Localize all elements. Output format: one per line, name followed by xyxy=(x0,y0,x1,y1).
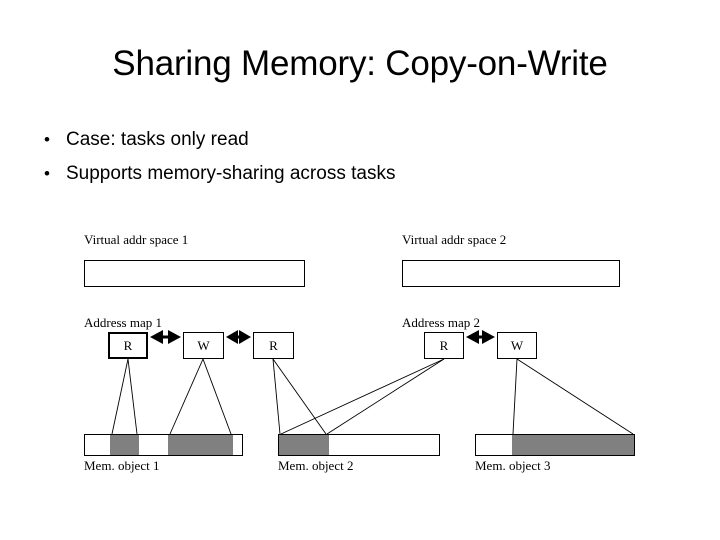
mem-object-3-label: Mem. object 3 xyxy=(475,458,551,473)
bullet-marker-icon: • xyxy=(44,164,50,183)
entry-label: R xyxy=(123,337,133,353)
mem-object-3-segment-1 xyxy=(476,435,512,455)
mem-object-3-segment-2 xyxy=(512,435,634,455)
mem-object-2-segment-1 xyxy=(279,435,329,455)
page-title: Sharing Memory: Copy-on-Write xyxy=(112,44,608,83)
address-map-1-entry-r2: R xyxy=(253,332,294,359)
address-map-2-entry-w: W xyxy=(497,332,537,359)
mem-object-1-segment-3 xyxy=(139,435,168,455)
list-item: • Case: tasks only read xyxy=(44,128,684,152)
connector-r2-right xyxy=(272,358,327,435)
address-map-2-entry-r: R xyxy=(424,332,464,359)
virtual-addr-space-1-label: Virtual addr space 1 xyxy=(84,232,189,247)
mem-object-1-label: Mem. object 1 xyxy=(84,458,160,473)
connector-r3-right xyxy=(326,358,445,435)
connector-w1-right xyxy=(202,358,232,435)
mem-object-2-bar xyxy=(278,434,440,456)
virtual-addr-space-1-box xyxy=(84,260,305,287)
address-map-2-label: Address map 2 xyxy=(402,315,480,330)
connector-lines xyxy=(111,330,634,435)
double-arrow-icon xyxy=(226,330,251,344)
bullet-text: Supports memory-sharing across tasks xyxy=(66,163,396,184)
mem-object-2-label: Mem. object 2 xyxy=(278,458,354,473)
connector-r3-left xyxy=(280,358,445,435)
mem-object-1-bar xyxy=(84,434,243,456)
address-map-1-label: Address map 1 xyxy=(84,315,162,330)
bullet-marker-icon: • xyxy=(44,130,50,149)
connector-r1-right xyxy=(127,358,138,435)
bullet-text: Case: tasks only read xyxy=(66,129,249,150)
mem-object-2-segment-2 xyxy=(329,435,439,455)
mem-object-1-segment-5 xyxy=(233,435,242,455)
list-item: • Supports memory-sharing across tasks xyxy=(44,162,684,186)
entry-label: W xyxy=(197,337,210,353)
virtual-addr-space-2-label: Virtual addr space 2 xyxy=(402,232,507,247)
double-arrow-icon xyxy=(466,330,495,344)
address-map-1-entry-r1: R xyxy=(108,332,148,359)
virtual-addr-space-2-box xyxy=(402,260,620,287)
entry-label: W xyxy=(510,337,524,353)
mem-object-1-segment-4 xyxy=(168,435,233,455)
address-map-1-entry-w: W xyxy=(183,332,224,359)
bullet-list: • Case: tasks only read • Supports memor… xyxy=(44,128,684,196)
connector-w2-right xyxy=(516,358,634,435)
copy-on-write-diagram: Virtual addr space 1 Virtual addr space … xyxy=(0,222,720,478)
connector-r1-left xyxy=(111,358,129,435)
mem-object-1-segment-2 xyxy=(110,435,139,455)
mem-object-3-bar xyxy=(475,434,635,456)
entry-label: R xyxy=(439,337,449,353)
double-arrow-icon xyxy=(150,330,181,344)
mem-object-1-segment-1 xyxy=(85,435,110,455)
connector-w2-left xyxy=(512,358,518,435)
entry-label: R xyxy=(269,337,278,353)
arrow-group xyxy=(150,330,495,344)
connector-w1-left xyxy=(169,358,204,435)
connector-r2-left xyxy=(272,358,281,435)
